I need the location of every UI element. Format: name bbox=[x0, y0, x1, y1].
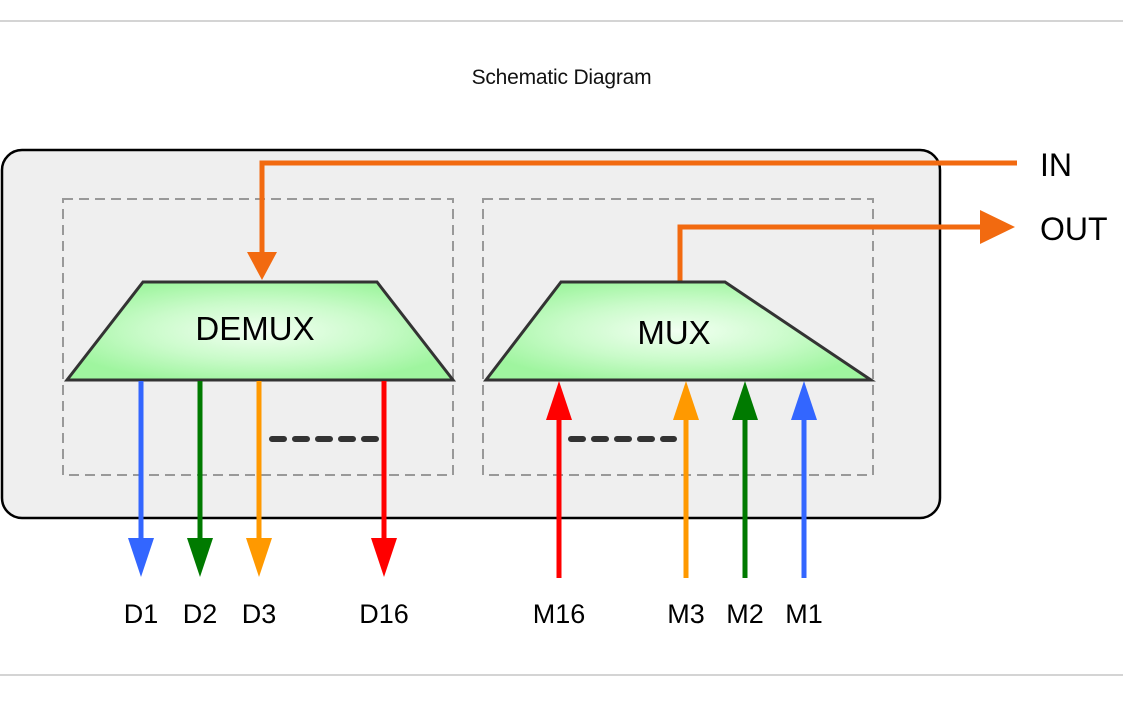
arrow-down-icon bbox=[371, 538, 397, 577]
demux-section-box bbox=[62, 198, 454, 476]
channel-label-d2: D2 bbox=[183, 599, 218, 629]
arrow-down-icon bbox=[246, 538, 272, 577]
mux-input-arrow-m1 bbox=[791, 381, 817, 578]
demux-output-arrow-d1 bbox=[128, 381, 154, 577]
channel-label-m16: M16 bbox=[533, 599, 586, 629]
mux-input-arrow-m16 bbox=[546, 381, 572, 578]
diagram-title: Schematic Diagram bbox=[471, 66, 652, 89]
in-signal-line bbox=[247, 160, 1017, 280]
channel-label-m3: M3 bbox=[667, 599, 705, 629]
arrow-down-icon bbox=[128, 538, 154, 577]
mux-input-arrow-m3 bbox=[673, 381, 699, 578]
mux-block: MUX bbox=[482, 280, 876, 382]
mux-section-box bbox=[482, 198, 874, 476]
bottom-divider bbox=[0, 674, 1123, 676]
mux-label: MUX bbox=[637, 314, 710, 351]
demux-label: DEMUX bbox=[195, 310, 314, 347]
demux-block: DEMUX bbox=[63, 280, 457, 382]
arrow-up-icon bbox=[546, 381, 572, 420]
out-arrowhead-icon bbox=[980, 210, 1015, 244]
channel-label-d1: D1 bbox=[124, 599, 159, 629]
channel-label-m1: M1 bbox=[785, 599, 823, 629]
demux-output-arrow-d3 bbox=[246, 381, 272, 577]
channel-label-d3: D3 bbox=[242, 599, 277, 629]
arrow-up-icon bbox=[732, 381, 758, 420]
out-signal-line bbox=[677, 210, 1015, 282]
channel-label-d16: D16 bbox=[359, 599, 409, 629]
demux-output-arrow-d2 bbox=[187, 381, 213, 577]
arrow-down-icon bbox=[187, 538, 213, 577]
mux-input-arrow-m2 bbox=[732, 381, 758, 578]
out-port-label: OUT bbox=[1040, 211, 1108, 247]
demux-output-arrow-d16 bbox=[371, 381, 397, 577]
arrow-up-icon bbox=[673, 381, 699, 420]
in-arrowhead-icon bbox=[247, 252, 277, 280]
top-divider bbox=[0, 20, 1123, 22]
device-panel bbox=[0, 148, 942, 520]
in-port-label: IN bbox=[1040, 147, 1072, 183]
arrow-up-icon bbox=[791, 381, 817, 420]
channel-label-m2: M2 bbox=[726, 599, 764, 629]
